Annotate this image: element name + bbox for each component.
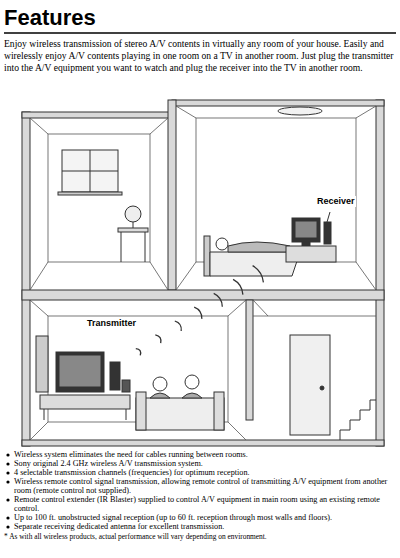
feature-list: Wireless system eliminates the need for …	[4, 450, 396, 531]
feature-item: Wireless system eliminates the need for …	[4, 450, 396, 459]
feature-item: Separate receiving dedicated antenna for…	[4, 522, 396, 531]
bullet-dot	[6, 462, 10, 466]
intro-paragraph: Enjoy wireless transmission of stereo A/…	[4, 38, 396, 74]
feature-item: Remote control extender (IR Blaster) sup…	[4, 495, 396, 513]
feature-text: Remote control extender (IR Blaster) sup…	[14, 495, 380, 513]
bullet-dot	[6, 516, 10, 520]
device-label: Receiver	[316, 196, 356, 207]
feature-item: Wireless remote control signal transmiss…	[4, 477, 396, 495]
feature-text: Wireless remote control signal transmiss…	[14, 477, 387, 495]
feature-item: 4 selectable transmission channels (freq…	[4, 468, 396, 477]
signal-waves	[136, 266, 264, 356]
feature-item: Sony original 2.4 GHz wireless A/V trans…	[4, 459, 396, 468]
footnote: * As with all wireless products, actual …	[4, 533, 267, 542]
feature-text: Wireless system eliminates the need for …	[14, 450, 248, 459]
device-label: Transmitter	[86, 318, 137, 329]
title-rule	[4, 32, 396, 34]
feature-text: Separate receiving dedicated antenna for…	[14, 522, 224, 531]
bullet-dot	[6, 453, 10, 457]
bullet-dot	[6, 525, 10, 529]
page-title: Features	[4, 5, 96, 31]
feature-item: Up to 100 ft. unobstructed signal recept…	[4, 513, 396, 522]
feature-text: 4 selectable transmission channels (freq…	[14, 468, 250, 477]
bullet-dot	[6, 498, 10, 502]
feature-text: Sony original 2.4 GHz wireless A/V trans…	[14, 459, 203, 468]
bullet-dot	[6, 480, 10, 484]
house-structure	[22, 100, 384, 446]
feature-text: Up to 100 ft. unobstructed signal recept…	[14, 513, 332, 522]
bullet-dot	[6, 471, 10, 475]
